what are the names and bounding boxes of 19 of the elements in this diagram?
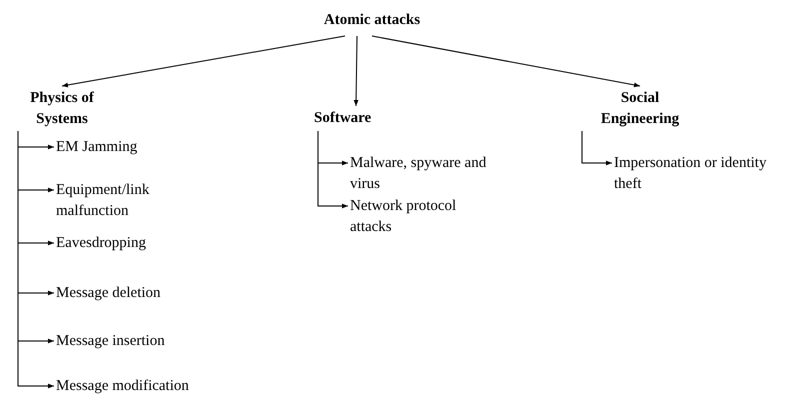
arrow (18, 130, 54, 388)
category-heading: Social Engineering (588, 88, 692, 130)
arrow (318, 130, 348, 208)
attack-item: Message modification (56, 376, 246, 397)
attack-item: Message deletion (56, 283, 216, 304)
arrow (354, 36, 358, 106)
attack-item: EM Jamming (56, 137, 216, 158)
arrow (372, 36, 640, 88)
attack-item: Impersonation or identity theft (614, 153, 794, 195)
attack-item: Message insertion (56, 331, 216, 352)
attack-item: Eavesdropping (56, 233, 216, 254)
arrow (62, 36, 346, 88)
category-heading: Physics of Systems (4, 88, 120, 130)
attack-item: Network protocol attacks (350, 196, 500, 238)
attack-item: Equipment/link malfunction (56, 180, 216, 222)
attack-item: Malware, spyware and virus (350, 153, 500, 195)
category-heading: Software (314, 108, 398, 129)
arrow (582, 130, 612, 166)
category-heading: Atomic attacks (300, 10, 444, 31)
